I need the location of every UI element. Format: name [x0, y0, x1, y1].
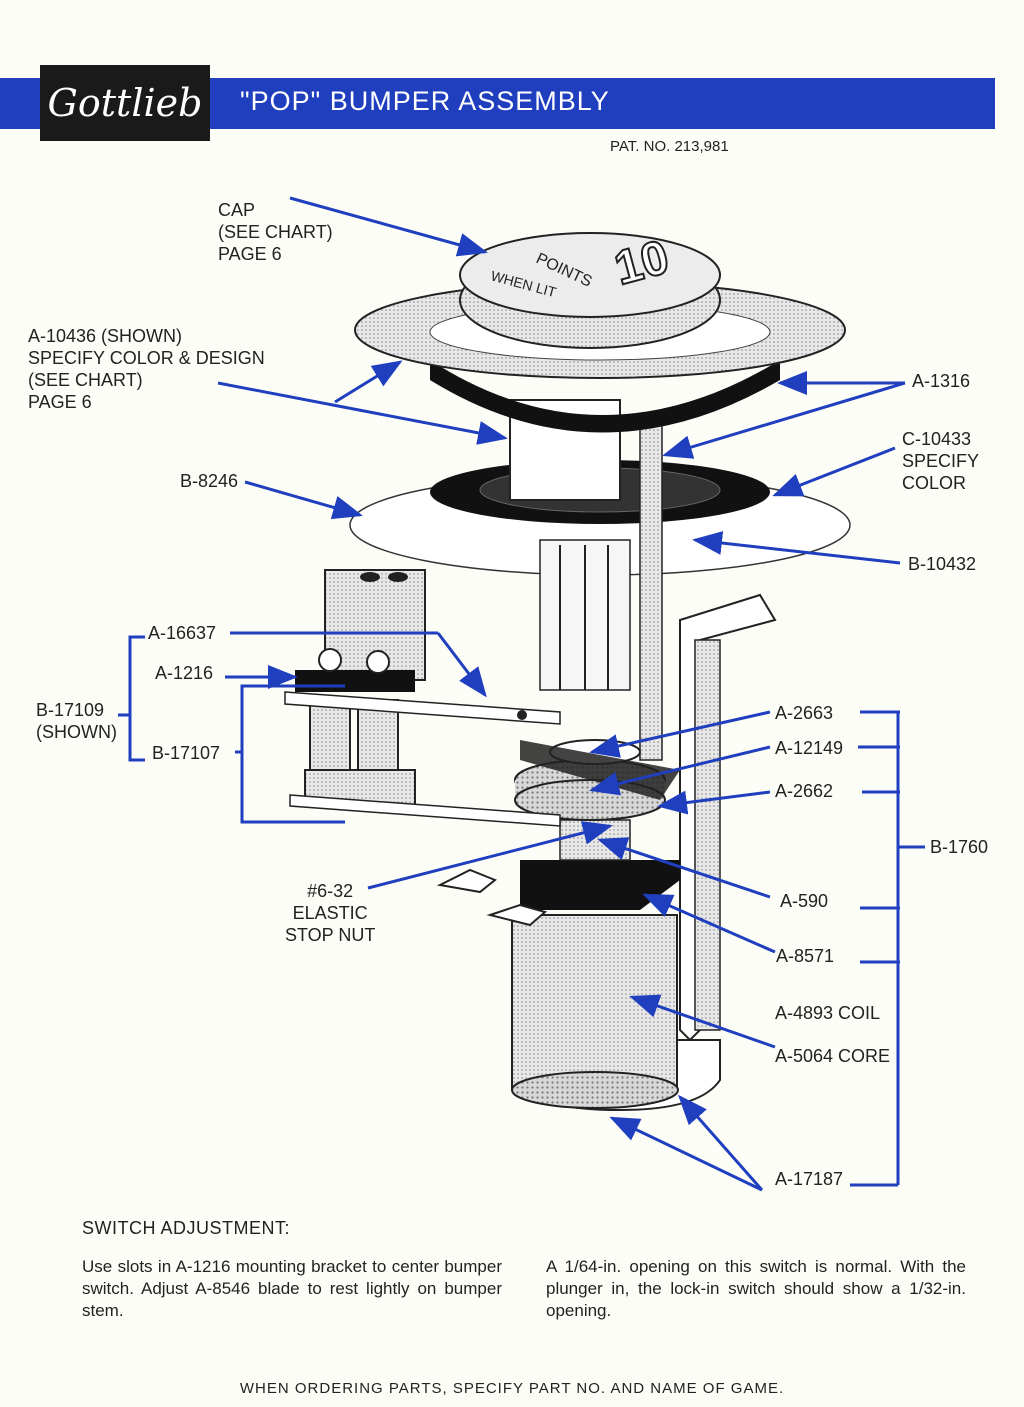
- label-a2663: A-2663: [775, 703, 834, 723]
- label-b8246: B-8246: [180, 471, 239, 491]
- switch-adjustment-title: SWITCH ADJUSTMENT:: [82, 1218, 291, 1238]
- label-a2662: A-2662: [775, 781, 834, 801]
- label-a4893: A-4893 COIL: [775, 1003, 881, 1023]
- coil-plate: [520, 860, 680, 910]
- label-a12149: A-12149: [775, 738, 844, 758]
- label-a5064: A-5064 CORE: [775, 1046, 891, 1066]
- label-a1216: A-1216: [155, 663, 214, 683]
- label-a16637: A-16637: [148, 623, 217, 643]
- label-a10436: A-10436 (SHOWN)SPECIFY COLOR & DESIGN(SE…: [28, 326, 265, 412]
- page-title: "POP" BUMPER ASSEMBLY: [240, 86, 610, 116]
- ordering-footer: WHEN ORDERING PARTS, SPECIFY PART NO. AN…: [239, 1380, 785, 1397]
- adjustment-text-left: Use slots in A-1216 mounting bracket to …: [82, 1257, 502, 1320]
- label-a8571: A-8571: [776, 946, 835, 966]
- switch-blade-upper: [284, 691, 561, 725]
- label-b17109: B-17109(SHOWN): [36, 700, 117, 742]
- switch-blade-lower: [289, 794, 561, 827]
- bumper-skirt: [430, 360, 780, 433]
- label-cap: CAP(SEE CHART)PAGE 6: [218, 200, 333, 264]
- adjustment-text-right: A 1/64-in. opening on this switch is nor…: [546, 1257, 966, 1320]
- bumper-stem: [639, 419, 663, 761]
- switch-stack-top: [295, 670, 415, 692]
- label-b10432: B-10432: [908, 554, 977, 574]
- label-a1316: A-1316: [912, 371, 971, 391]
- cap-number: 10: [609, 231, 674, 296]
- label-a17187: A-17187: [775, 1169, 844, 1189]
- gottlieb-logo: Gottlieb: [40, 65, 210, 141]
- label-a590: A-590: [780, 891, 829, 911]
- label-b1760: B-1760: [930, 837, 989, 857]
- patent-number: PAT. NO. 213,981: [610, 138, 729, 155]
- label-b17107: B-17107: [152, 743, 221, 763]
